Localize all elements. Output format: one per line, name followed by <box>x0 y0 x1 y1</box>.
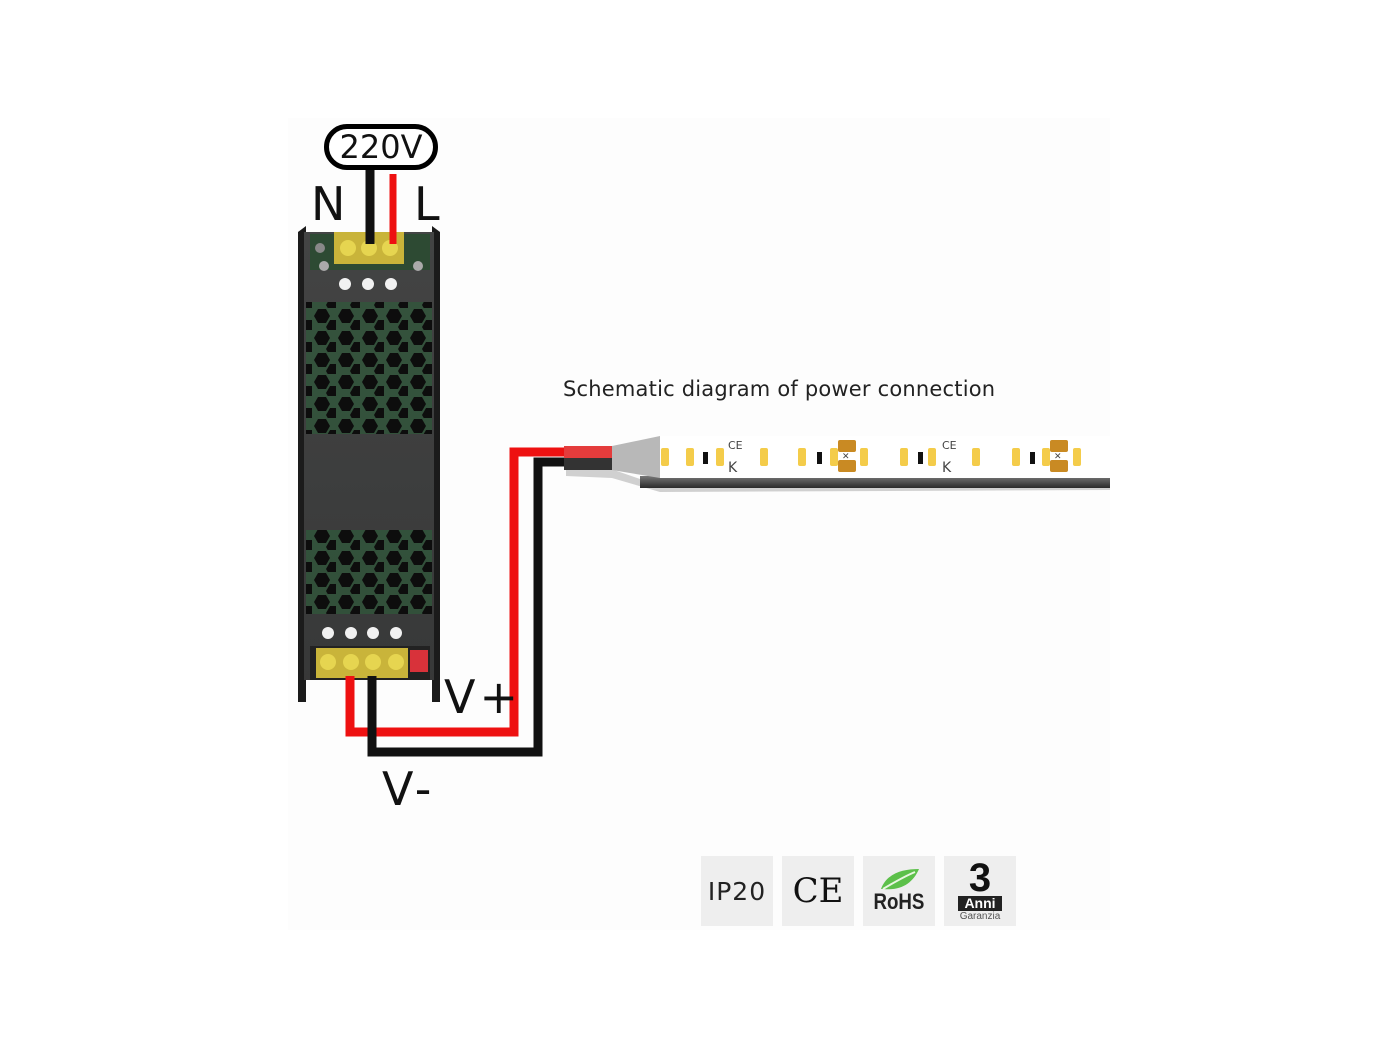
vent-grill-top <box>306 302 432 434</box>
terminal-screw <box>340 240 356 256</box>
leaf-icon <box>881 869 919 890</box>
mount-screw <box>319 261 329 271</box>
rohs-badge-label: RoHS <box>873 889 925 914</box>
terminal-screw <box>320 654 336 670</box>
resistor <box>1030 452 1035 464</box>
live-label: L <box>414 177 440 231</box>
led-chip <box>928 448 936 466</box>
led-chip <box>716 448 724 466</box>
positive-output-label: V+ <box>444 670 523 724</box>
ip20-badge: IP20 <box>701 856 773 926</box>
warranty-years: 3 <box>968 856 992 900</box>
terminal-screw <box>365 654 381 670</box>
solder-pad <box>1050 440 1068 452</box>
negative-output-label: V- <box>382 762 436 816</box>
terminal-screw <box>388 654 404 670</box>
terminal-symbol <box>367 627 379 639</box>
negative-wire <box>367 457 566 757</box>
led-chip <box>860 448 868 466</box>
led-chip <box>686 448 694 466</box>
terminal-symbol <box>339 278 351 290</box>
cut-mark-icon: ✕ <box>842 452 850 462</box>
dip-switch <box>410 650 428 672</box>
solder-pad <box>838 440 856 452</box>
terminal-symbol <box>322 627 334 639</box>
led-strip: ✕ ✕ CE K CE K <box>564 436 1110 492</box>
terminal-symbol <box>345 627 357 639</box>
strip-edge-shadow <box>640 476 1110 488</box>
strip-cable-black <box>564 458 614 470</box>
resistor <box>817 452 822 464</box>
mount-screw <box>413 261 423 271</box>
strip-k-mark: K <box>942 460 952 476</box>
strip-cable-red <box>564 446 614 458</box>
ce-badge: CE <box>782 856 854 926</box>
solder-pad <box>838 460 856 472</box>
led-indicator <box>315 243 325 253</box>
led-chip <box>1042 448 1050 466</box>
led-chip <box>760 448 768 466</box>
led-chip <box>798 448 806 466</box>
neutral-label: N <box>311 177 346 231</box>
resistor <box>918 452 923 464</box>
terminal-screw <box>343 654 359 670</box>
resistor <box>703 452 708 464</box>
ip20-badge-label: IP20 <box>707 876 767 906</box>
solder-pad <box>1050 460 1068 472</box>
positive-wire <box>345 447 566 737</box>
ce-mark-icon: CE <box>792 871 844 911</box>
led-chip <box>900 448 908 466</box>
warranty-garanzia-label: Garanzia <box>959 911 1001 922</box>
warranty-badge: 3 Anni Garanzia <box>944 856 1016 926</box>
cut-mark-icon: ✕ <box>1054 452 1062 462</box>
strip-ce-mark: CE <box>728 439 743 452</box>
rohs-badge: RoHS <box>863 856 935 926</box>
terminal-symbol <box>390 627 402 639</box>
power-supply <box>298 226 440 702</box>
led-chip <box>1012 448 1020 466</box>
terminal-symbol <box>362 278 374 290</box>
strip-end-cap <box>612 436 660 478</box>
strip-ce-mark: CE <box>942 439 957 452</box>
led-chip <box>1073 448 1081 466</box>
terminal-symbol <box>385 278 397 290</box>
warranty-anni-label: Anni <box>958 896 1002 911</box>
diagram-title: Schematic diagram of power connection <box>563 377 996 401</box>
led-chip <box>972 448 980 466</box>
vent-grill-bottom <box>306 530 432 614</box>
led-chip <box>661 448 669 466</box>
strip-k-mark: K <box>728 460 738 476</box>
led-chip <box>830 448 838 466</box>
voltage-label: 220V <box>324 124 438 170</box>
